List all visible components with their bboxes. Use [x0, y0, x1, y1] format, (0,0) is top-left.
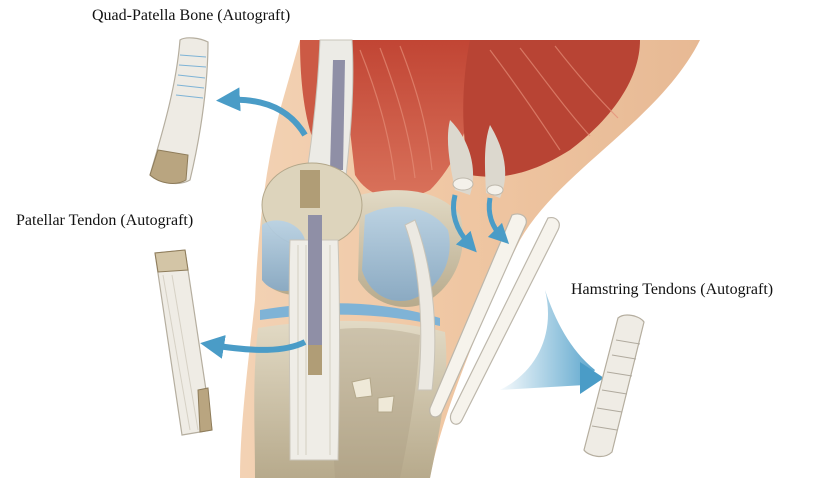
bone-plug-top — [155, 250, 188, 272]
hamstring-stub-1 — [453, 178, 473, 190]
tibial-bone-plug-site — [308, 345, 322, 375]
bone-chip — [352, 378, 372, 398]
patellar-tendon-graft — [155, 250, 212, 435]
quad-patella-graft — [150, 38, 208, 184]
hamstring-tendons-label: Hamstring Tendons (Autograft) — [571, 282, 773, 298]
patellar-tendon-label: Patellar Tendon (Autograft) — [16, 213, 193, 229]
bone-chip-2 — [378, 396, 394, 412]
patella-bone-plug-site — [300, 170, 320, 208]
quad-patella-label: Quad-Patella Bone (Autograft) — [92, 8, 290, 24]
hamstring-bundled-graft — [584, 315, 644, 456]
bone-plug-bottom — [198, 388, 212, 432]
hamstring-stub-2 — [487, 185, 503, 195]
